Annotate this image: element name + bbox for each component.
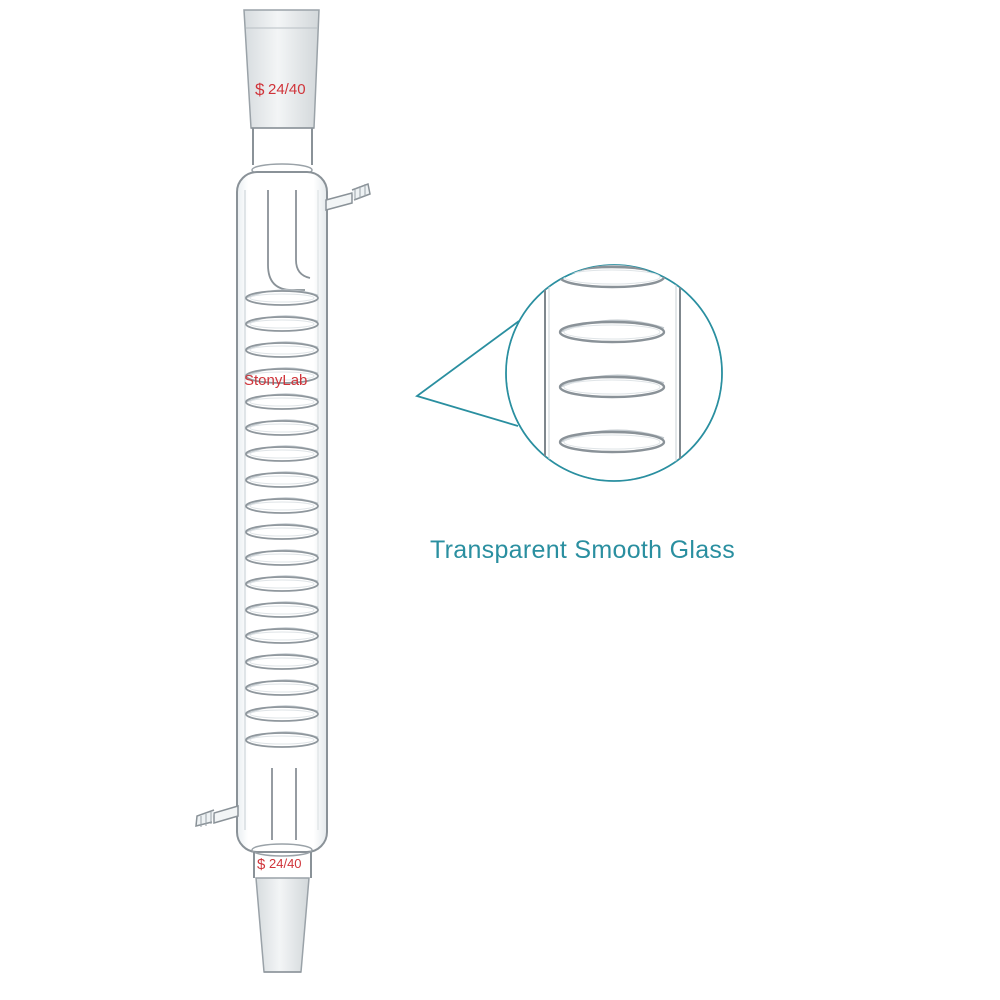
upper-water-port bbox=[325, 182, 371, 211]
lower-neck bbox=[251, 843, 313, 878]
inner-coil bbox=[245, 289, 319, 748]
lower-water-port bbox=[195, 805, 239, 827]
zoom-callout bbox=[415, 264, 723, 482]
top-joint-label: 24/40 bbox=[268, 81, 306, 98]
cooling-jacket bbox=[236, 171, 328, 853]
bottom-joint-marking: $ 24/40 bbox=[257, 856, 302, 873]
taper-symbol-icon: $ bbox=[257, 856, 266, 873]
bottom-joint-label: 24/40 bbox=[269, 856, 302, 871]
condenser-glassware: StonyLab $ 24/40 $ 24/40 bbox=[195, 9, 371, 973]
callout-pointer bbox=[415, 320, 520, 427]
callout-caption: Transparent Smooth Glass bbox=[430, 536, 736, 564]
top-joint-marking: $ 24/40 bbox=[255, 80, 306, 99]
top-ground-joint bbox=[243, 9, 320, 129]
taper-symbol-icon: $ bbox=[255, 80, 265, 99]
condenser-neck bbox=[251, 128, 313, 177]
bottom-ground-joint bbox=[255, 877, 310, 973]
brand-watermark: StonyLab bbox=[244, 372, 307, 389]
